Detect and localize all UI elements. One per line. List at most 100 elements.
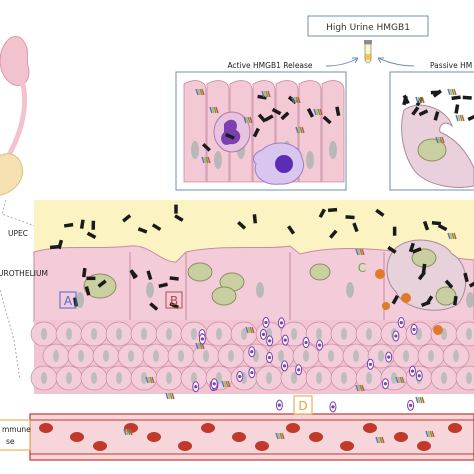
- upec-bacterium: [169, 276, 179, 281]
- upec-bacterium: [97, 279, 107, 288]
- upec-bacterium: [201, 142, 211, 152]
- hmgb1-molecule-strand: [165, 392, 169, 400]
- basal-nucleus: [166, 372, 172, 384]
- basal-nucleus: [53, 350, 59, 362]
- inset-nucleus: [306, 151, 314, 169]
- hmgb1-molecule-strand: [415, 96, 419, 104]
- passive-release-arrow: [377, 57, 415, 67]
- hmgb1-molecule-strand: [395, 376, 399, 384]
- hmgb1-molecule-strand: [377, 436, 381, 444]
- hmgb1-molecule-strand: [201, 156, 205, 164]
- inset-epithelial-cell: [298, 80, 322, 183]
- red-blood-cell: [394, 432, 408, 442]
- basal-nucleus: [266, 372, 272, 384]
- upec-bacterium: [264, 114, 274, 122]
- hmgb1-molecule-strand: [209, 106, 213, 114]
- basal-nucleus: [316, 372, 322, 384]
- hmgb1-molecule-strand: [201, 88, 205, 96]
- hmgb1-molecule-strand: [421, 396, 425, 404]
- hmgb1-molecule-strand: [205, 156, 209, 164]
- hmgb1-molecule-strand: [125, 428, 129, 436]
- basal-cell: [455, 365, 474, 391]
- immune-cell-nucleus: [417, 374, 421, 378]
- basal-nucleus: [341, 372, 347, 384]
- upec-bacterium: [454, 104, 460, 114]
- basal-nucleus: [291, 328, 297, 340]
- hmgb1-molecule-strand: [439, 136, 443, 144]
- basal-nucleus: [66, 372, 72, 384]
- upec-bacterium: [158, 282, 168, 288]
- basal-nucleus: [466, 372, 472, 384]
- immune-cell-nucleus: [267, 355, 272, 360]
- hmgb1-molecule-strand: [457, 114, 461, 122]
- lysed-cell: [401, 104, 474, 188]
- immune-cell-nucleus: [238, 374, 242, 379]
- upec-bacterium: [322, 115, 332, 125]
- upec-bacterium: [335, 106, 341, 116]
- hmgb1-molecule-strand: [167, 392, 171, 400]
- hmgb1-molecule-strand: [419, 96, 423, 104]
- hmgb1-molecule-strand: [265, 90, 269, 98]
- immune-response-box: [0, 419, 31, 451]
- upec-bacterium: [375, 208, 385, 217]
- hmgb1-molecule-strand: [313, 108, 317, 116]
- hmgb1-molecule-strand: [281, 432, 285, 440]
- inset-nucleus: [214, 151, 222, 169]
- hmgb1-molecule-strand: [399, 376, 403, 384]
- hmgb1-molecule-strand: [401, 376, 405, 384]
- upec-bacterium: [345, 215, 355, 220]
- red-blood-cell: [286, 423, 300, 433]
- hmgb1-molecule-strand: [263, 90, 267, 98]
- hmgb1-molecule-strand: [459, 114, 463, 122]
- immune-cell-nucleus: [277, 403, 281, 407]
- basal-nucleus: [328, 350, 334, 362]
- upec-bacterium: [417, 270, 427, 281]
- hmgb1-molecule-strand: [297, 96, 301, 104]
- upec-bacterium: [392, 226, 397, 236]
- immune-cell-nucleus: [268, 339, 272, 343]
- high-urine-hmgb1-header: High Urine HMGB1: [307, 15, 429, 67]
- upec-bacterium: [422, 220, 430, 231]
- basal-nucleus: [416, 328, 422, 340]
- hmgb1-molecule-strand: [247, 326, 251, 334]
- hmgb1-molecule-strand: [249, 326, 253, 334]
- hmgb1-molecule-strand: [375, 436, 379, 444]
- hmgb1-molecule-strand: [213, 106, 217, 114]
- upec-bacterium: [408, 242, 415, 253]
- umbrella-nucleus: [146, 282, 154, 298]
- hmgb1-molecule-strand: [453, 232, 457, 240]
- basal-nucleus: [391, 372, 397, 384]
- hmgb1-molecule-strand: [361, 248, 365, 256]
- neutrophil-cell: [213, 111, 251, 153]
- upec-bacterium: [306, 108, 315, 118]
- hmgb1-molecule-strand: [247, 116, 251, 124]
- upec-bacterium: [391, 294, 400, 305]
- hmgb1-molecule-strand: [203, 156, 207, 164]
- inset-nucleus: [191, 141, 199, 159]
- upec-bacterium: [257, 113, 267, 123]
- urothelium-label: UROTHELIUM: [0, 269, 48, 278]
- immune-cell-nucleus: [304, 340, 308, 345]
- hmgb1-molecule-strand: [171, 392, 175, 400]
- hmgb1-molecule-strand: [211, 106, 215, 114]
- upec-bacterium: [412, 247, 422, 254]
- hmgb1-molecule-strand: [197, 88, 201, 96]
- immune-label-line2: se: [6, 437, 15, 446]
- hmgb1-molecule-strand: [441, 136, 445, 144]
- immune-cell-nucleus: [317, 343, 322, 347]
- immune-cells: [192, 316, 423, 413]
- umbrella-nucleus: [346, 282, 354, 298]
- immune-cell-nucleus: [387, 355, 391, 359]
- marker-a-label: A: [64, 294, 73, 308]
- basal-nucleus: [178, 350, 184, 362]
- upec-bacterium: [462, 95, 472, 100]
- upec-bacterium: [402, 95, 408, 106]
- upec-bacterium: [169, 301, 179, 310]
- hmgb1-molecule-strand: [425, 430, 429, 438]
- passive-release-label: Passive HM: [430, 61, 472, 70]
- hmgb1-molecule-strand: [225, 380, 229, 388]
- hmgb1-molecule-strand: [127, 428, 131, 436]
- marker-c-label: C: [358, 261, 366, 275]
- red-blood-cell: [93, 441, 107, 451]
- hmgb1-molecule-strand: [415, 396, 419, 404]
